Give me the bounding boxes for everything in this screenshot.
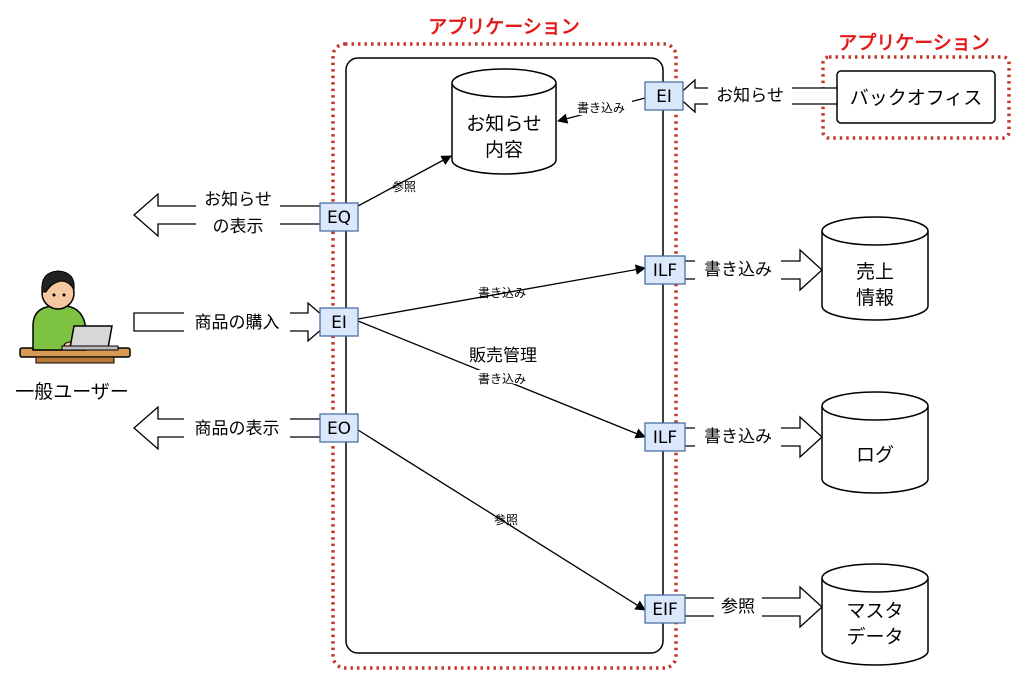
- laptop-icon: [69, 325, 113, 349]
- db-master: マスタ データ: [821, 563, 929, 666]
- system-label: 販売管理: [469, 346, 537, 366]
- db-notice-line1: お知らせ: [466, 113, 542, 135]
- flow-label-write-sales: 書き込み: [704, 260, 772, 280]
- flow-label-notice-in: お知らせ: [716, 86, 784, 106]
- edge-label-write-notice: 書き込み: [577, 101, 625, 115]
- flow-label-notice-display-1: お知らせ: [204, 190, 272, 210]
- app-boundary-main: [331, 42, 678, 670]
- db-sales-line1: 売上: [856, 261, 894, 283]
- flow-label-write-log: 書き込み: [704, 427, 772, 447]
- edge-label-write-ilf-log: 書き込み: [478, 372, 526, 386]
- app-label-backoffice: アプリケーション: [838, 31, 990, 54]
- fp-eif: EIF: [644, 594, 686, 624]
- edge-eo-to-eif: [357, 429, 646, 611]
- fp-ilf-sales: ILF: [644, 255, 686, 285]
- user-label: 一般ユーザー: [15, 381, 129, 403]
- db-log: ログ: [821, 391, 929, 494]
- db-master-line1: マスタ: [846, 600, 903, 622]
- db-notice-line2: 内容: [485, 139, 523, 161]
- flow-label-reference-master: 参照: [721, 597, 755, 617]
- fp-eo: EO: [319, 413, 359, 443]
- fp-ilf-log: ILF: [644, 422, 686, 452]
- db-sales: 売上 情報: [821, 216, 929, 321]
- svg-text:EO: EO: [327, 419, 351, 439]
- db-log-line1: ログ: [856, 444, 894, 466]
- app-label-main: アプリケーション: [428, 15, 580, 38]
- edge-label-ref-notice: 参照: [392, 179, 416, 194]
- flow-label-product-display: 商品の表示: [195, 419, 280, 439]
- db-notice-content: お知らせ 内容: [451, 68, 557, 175]
- svg-text:EIF: EIF: [652, 600, 678, 620]
- db-sales-line2: 情報: [856, 287, 894, 309]
- fp-eq: EQ: [319, 202, 359, 232]
- svg-text:EQ: EQ: [327, 208, 351, 228]
- svg-text:EI: EI: [331, 313, 347, 333]
- fp-ei-left: EI: [319, 307, 359, 337]
- flow-label-purchase: 商品の購入: [195, 313, 280, 333]
- edge-ei-to-ilf-sales: [357, 264, 647, 320]
- user-illustration: [19, 270, 131, 364]
- app-boundary-backoffice: [821, 55, 1011, 140]
- edge-label-write-ilf-sales: 書き込み: [478, 286, 526, 300]
- svg-text:ILF: ILF: [653, 428, 677, 448]
- edge-label-ref-eif: 参照: [494, 512, 518, 527]
- svg-text:EI: EI: [656, 87, 672, 107]
- edge-eq-to-notice: [357, 155, 452, 207]
- svg-text:ILF: ILF: [653, 261, 677, 281]
- flow-label-notice-display-2: の表示: [213, 217, 264, 237]
- db-master-line2: データ: [846, 626, 903, 648]
- system-box: [345, 57, 664, 654]
- backoffice-label: バックオフィス: [850, 87, 983, 109]
- fp-ei-top: EI: [644, 81, 684, 111]
